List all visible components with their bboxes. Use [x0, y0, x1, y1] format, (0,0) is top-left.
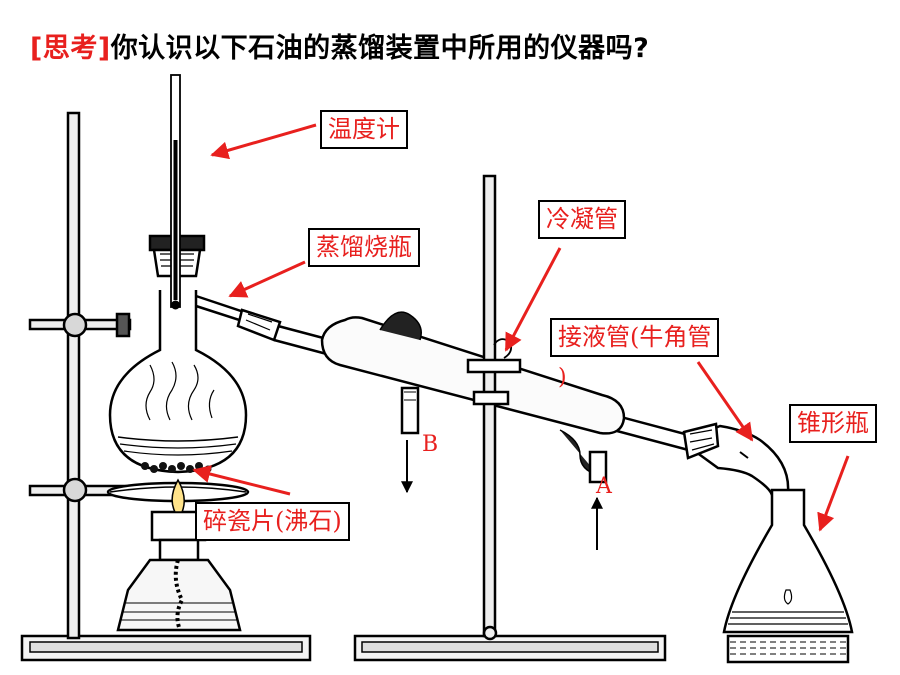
water-outlet-letter: B: [422, 432, 439, 457]
water-flow-arrows: [401, 440, 603, 550]
title-question: 你认识以下石油的蒸馏装置中所用的仪器吗?: [110, 33, 650, 64]
adapter-label-close-paren: ): [558, 365, 567, 390]
title-bracket: [思考]: [30, 33, 111, 64]
thermometer: [170, 74, 181, 310]
label-pointer-arrows: [192, 123, 850, 532]
flask-pointer-arrow: [228, 260, 306, 298]
distillation-flask-label: 蒸馏烧瓶: [308, 228, 420, 268]
conical-flask-label: 锥形瓶: [789, 404, 877, 444]
condenser: [236, 308, 790, 496]
distillation-flask: [108, 234, 263, 474]
condenser-label: 冷凝管: [538, 200, 626, 240]
conical-flask: [722, 488, 854, 664]
thermometer-label: 温度计: [320, 110, 408, 150]
water-inlet-letter: A: [596, 474, 612, 499]
page-title: [思考]你认识以下石油的蒸馏装置中所用的仪器吗?: [30, 26, 649, 65]
thermometer-pointer-arrow: [210, 123, 317, 160]
boiling-chips-pointer-arrow: [192, 465, 291, 496]
conical-flask-pointer-arrow: [817, 455, 850, 532]
burner: [116, 478, 242, 632]
middle-iron-stand: [353, 174, 667, 662]
condenser-pointer-arrow: [504, 247, 562, 352]
adapter-pointer-arrow: [696, 361, 754, 442]
boiling-chips-label: 碎瓷片(沸石): [195, 502, 350, 542]
adapter-label: 接液管(牛角管: [550, 318, 720, 358]
